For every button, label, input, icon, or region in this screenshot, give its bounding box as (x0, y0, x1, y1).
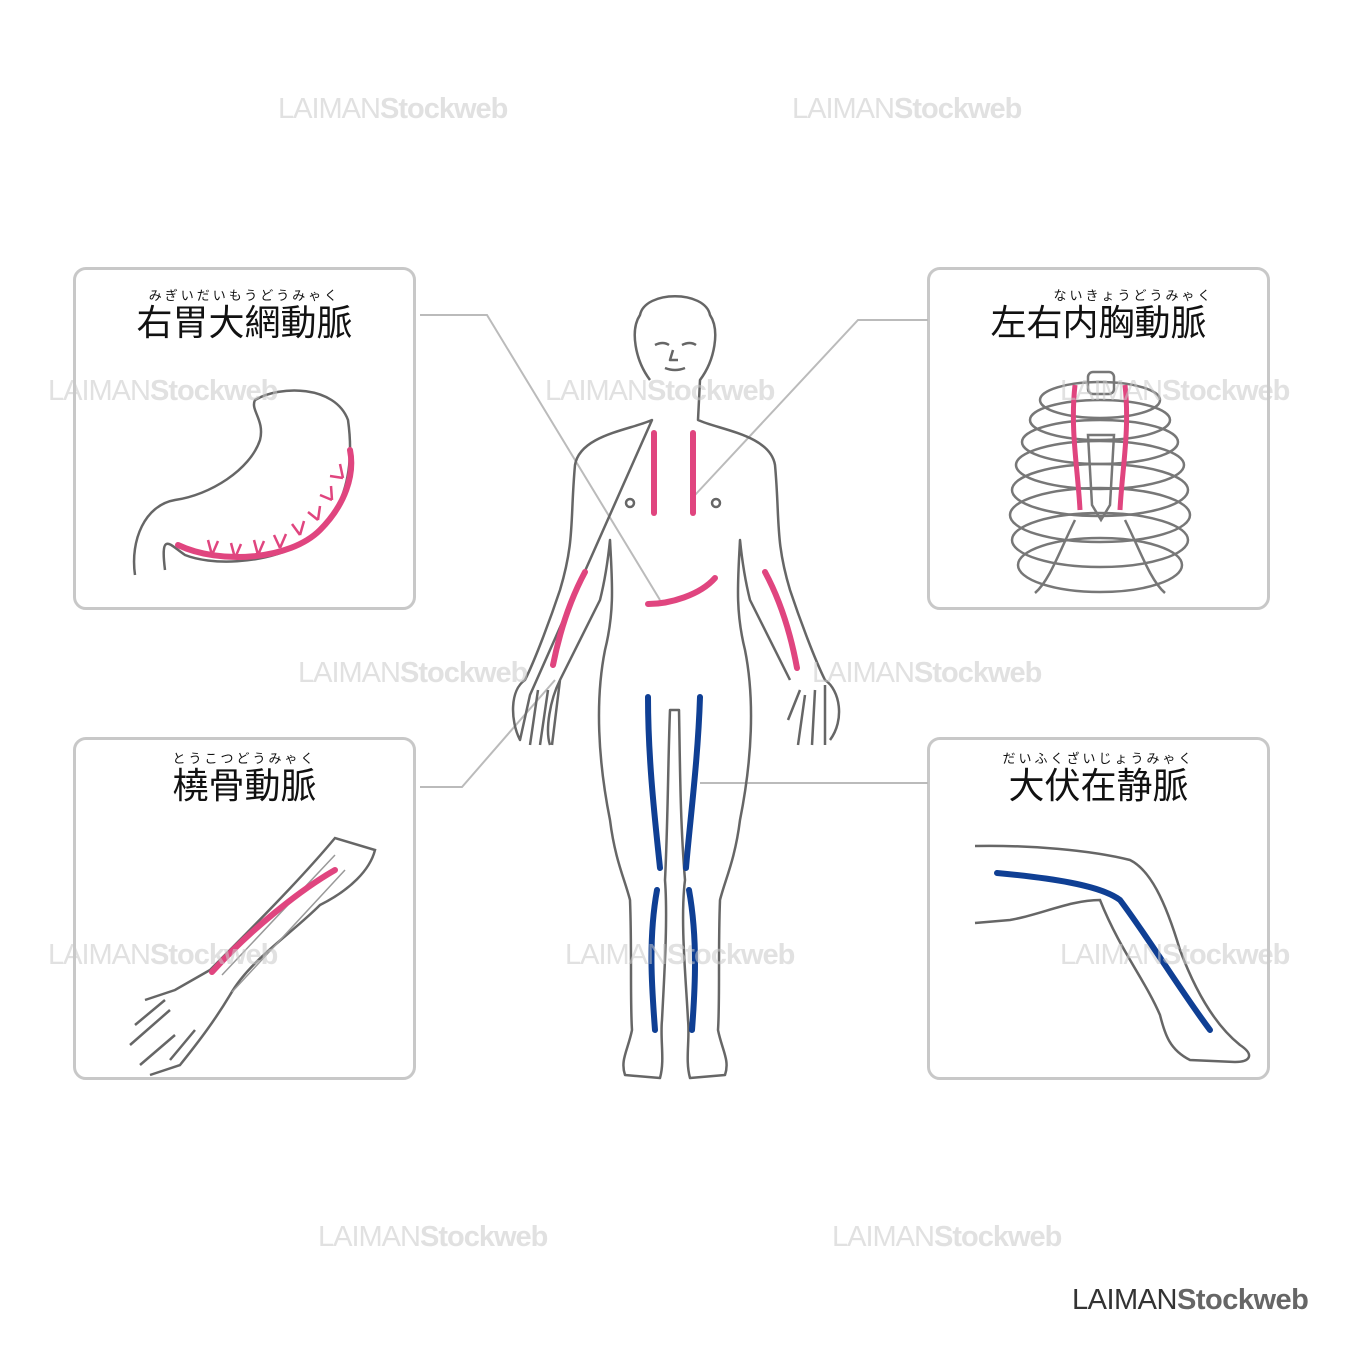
panel-box-leg (927, 737, 1270, 1080)
title-text: 橈骨動脈 (172, 766, 317, 807)
watermark: LAIMANStockweb (1060, 375, 1290, 407)
watermark: LAIMANStockweb (318, 1221, 548, 1253)
panel-box-stomach (73, 267, 416, 610)
watermark: LAIMANStockweb (278, 93, 508, 125)
watermark: LAIMANStockweb (792, 93, 1022, 125)
label-internal-thoracic-artery: ないきょうどうみゃく 左右内胸動脈 (927, 285, 1270, 344)
ribcage-illustration (1008, 370, 1192, 594)
left-radial-mark (762, 569, 800, 671)
forearm-illustration (129, 836, 377, 1077)
ruby-text: みぎいだいもうどうみゃく (148, 289, 341, 304)
connector-stomach (420, 314, 661, 601)
connector-lines (420, 314, 928, 788)
ruby-text: ないきょうどうみゃく (1053, 289, 1214, 304)
artery-markers-body (550, 430, 800, 671)
watermark: LAIMANStockweb (832, 1221, 1062, 1253)
label-great-saphenous-vein: だいふくざいじょうみゃく 大伏在静脈 (927, 748, 1270, 807)
panel-box-forearm (73, 737, 416, 1080)
watermark: LAIMANStockweb (545, 375, 775, 407)
title-text: 右胃大網動脈 (136, 303, 353, 344)
connector-radial (420, 679, 556, 788)
watermark: LAIMANStockweb (298, 657, 528, 689)
vein-markers-body (645, 694, 703, 1033)
watermark: LAIMANStockweb (1060, 939, 1290, 971)
right-radial-mark (550, 569, 588, 668)
left-saphenous-mark (683, 694, 703, 1033)
human-body-outline (511, 295, 841, 1080)
right-saphenous-mark (645, 694, 663, 1033)
ruby-text: とうこつどうみゃく (172, 752, 317, 767)
watermark: LAIMANStockweb (812, 657, 1042, 689)
stomach-illustration (132, 389, 355, 576)
watermark: LAIMANStockweb (565, 939, 795, 971)
watermark: LAIMANStockweb (48, 939, 278, 971)
ruby-text: だいふくざいじょうみゃく (1002, 752, 1195, 767)
title-text: 大伏在静脈 (1008, 766, 1189, 807)
panel-box-ribcage (927, 267, 1270, 610)
title-text: 左右内胸動脈 (990, 303, 1207, 344)
label-right-gastroepiploic-artery: みぎいだいもうどうみゃく 右胃大網動脈 (73, 285, 416, 344)
label-radial-artery: とうこつどうみゃく 橈骨動脈 (73, 748, 416, 807)
gastroepiploic-mark (645, 575, 718, 607)
brand-logo: LAIMANStockweb (1072, 1284, 1309, 1316)
watermark: LAIMANStockweb (48, 375, 278, 407)
leg-illustration (974, 844, 1251, 1064)
